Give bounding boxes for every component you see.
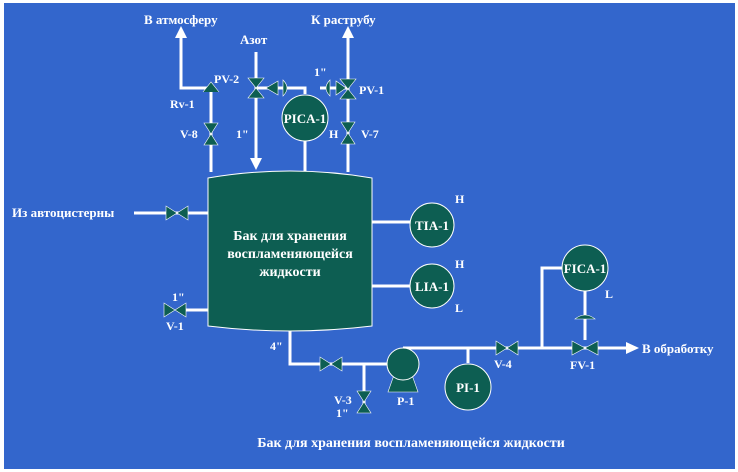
v-3-label: V-3: [334, 393, 352, 407]
diagram-caption: Бак для хранения воспламеняющейся жидкос…: [257, 436, 565, 451]
v-8-label: V-8: [180, 127, 198, 141]
rv-1-label: Rv-1: [170, 97, 195, 111]
v-3-size-label: 1": [336, 406, 349, 420]
v-1-label: V-1: [166, 319, 184, 333]
outlet-arrow: [626, 342, 639, 354]
fica-l-marker: L: [605, 287, 613, 301]
pump-p-1: [386, 347, 420, 393]
vent-arrow: [175, 26, 187, 38]
v-1-valve: [163, 302, 187, 318]
to-processing-label: В обработку: [642, 341, 714, 356]
pica-h-marker: H: [329, 127, 339, 141]
pica-1-instrument: [281, 94, 329, 142]
tia-1-instrument: [409, 202, 455, 248]
tia-1-label: TIA-1: [415, 218, 449, 233]
v-4-label: V-4: [494, 357, 512, 371]
tank-label-line2: воспламеняющейся: [227, 247, 353, 262]
tank-label-line3: жидкости: [259, 265, 320, 280]
pv-1-label: PV-1: [359, 83, 384, 97]
to-atmosphere-label: В атмосферу: [144, 12, 218, 27]
pv-2-label: PV-2: [214, 72, 239, 86]
fica-1-instrument: [561, 244, 609, 292]
rv-1-valve: [202, 81, 220, 93]
nitrogen-arrow: [250, 158, 262, 170]
v-7-valve: [340, 121, 356, 145]
outlet-valve: [319, 356, 343, 372]
v-3-valve: [356, 390, 372, 414]
nitrogen-label: Азот: [240, 32, 268, 47]
fv-1-label: FV-1: [570, 358, 595, 372]
tank-label-line1: Бак для хранения: [233, 229, 347, 244]
lia-l-marker: L: [455, 301, 463, 315]
to-horn-label: К раструбу: [311, 12, 376, 27]
lia-1-instrument: [409, 263, 455, 309]
from-truck-label: Из автоцистерны: [12, 205, 114, 220]
pv-2-valve: [247, 77, 288, 99]
v-8-valve: [203, 122, 219, 146]
p-1-label: P-1: [397, 394, 414, 408]
v-1-size-label: 1": [172, 290, 185, 304]
v-4-valve: [495, 340, 519, 356]
pica-1-label: PICA-1: [284, 111, 327, 126]
tia-h-marker: H: [455, 192, 465, 206]
inlet-valve: [165, 205, 189, 221]
outlet-line: [288, 330, 390, 366]
storage-tank: [207, 170, 373, 332]
bypass-line: [540, 266, 562, 348]
bottom-size-label: 4": [270, 339, 283, 353]
horn-arrow: [342, 26, 354, 38]
pi-1-label: PI-1: [456, 380, 480, 395]
fv-1-valve: [571, 314, 599, 356]
fica-1-label: FICA-1: [564, 261, 607, 276]
v-7-label: V-7: [361, 127, 379, 141]
lia-1-label: LIA-1: [415, 279, 449, 294]
lia-h-marker: H: [455, 257, 465, 271]
pv-1-size-label: 1": [314, 65, 327, 79]
v-8-size-label: 1": [236, 127, 249, 141]
pi-1-instrument: [444, 363, 492, 411]
pv-1-valve: [325, 78, 357, 100]
